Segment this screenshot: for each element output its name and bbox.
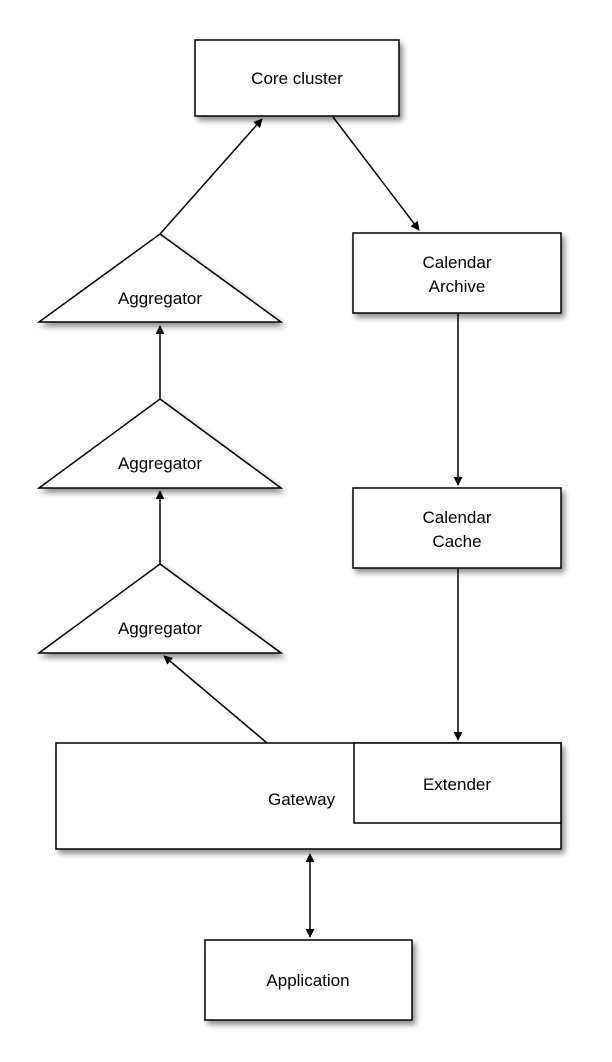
- edge-gateway-to-aggregator-bottom: [163, 655, 268, 744]
- aggregator-bottom-label: Aggregator: [118, 619, 202, 638]
- calendar-cache-label-line-1: Calendar: [423, 508, 492, 527]
- aggregator-top-label: Aggregator: [118, 289, 202, 308]
- aggregator-bottom-node: Aggregator: [36, 563, 284, 654]
- edge-aggregator-top-to-core-cluster: [159, 118, 263, 235]
- calendar-cache-node: Calendar Cache: [352, 487, 562, 569]
- aggregator-middle-node: Aggregator: [36, 398, 284, 489]
- edge-core-cluster-to-calendar-archive: [332, 116, 420, 231]
- application-label: Application: [266, 971, 349, 990]
- core-cluster-label: Core cluster: [251, 69, 343, 88]
- extender-node: Extender: [353, 742, 562, 824]
- calendar-archive-node: Calendar Archive: [352, 232, 562, 314]
- calendar-cache-label-line-2: Cache: [432, 532, 481, 551]
- calendar-archive-label-line-2: Archive: [429, 277, 486, 296]
- aggregator-middle-label: Aggregator: [118, 454, 202, 473]
- calendar-archive-label-line-1: Calendar: [423, 253, 492, 272]
- gateway-label: Gateway: [268, 790, 336, 809]
- extender-label: Extender: [423, 775, 491, 794]
- core-cluster-node: Core cluster: [194, 39, 400, 117]
- aggregator-top-node: Aggregator: [36, 233, 284, 323]
- application-node: Application: [204, 939, 413, 1021]
